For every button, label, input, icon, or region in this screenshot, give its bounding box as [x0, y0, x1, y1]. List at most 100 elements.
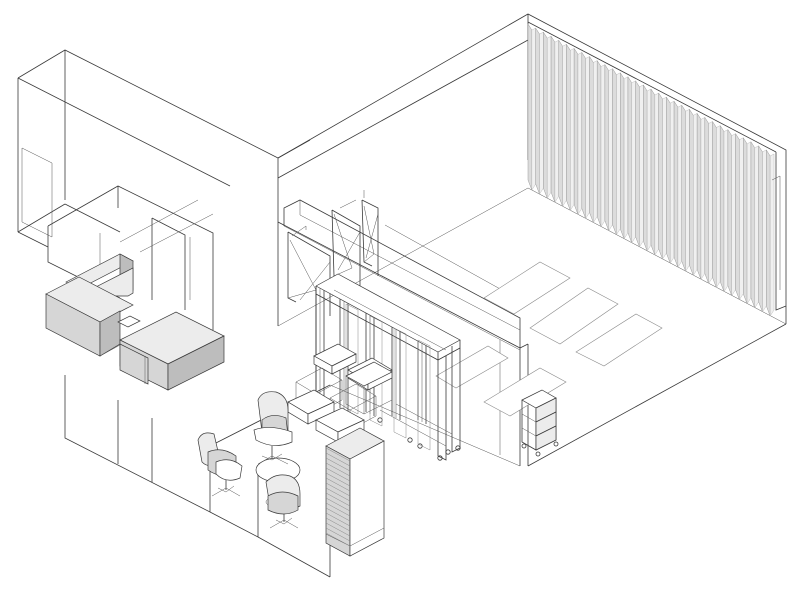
- curtain-fold: [696, 112, 702, 280]
- cabinet-hatch-line: [325, 517, 351, 532]
- cabinet-hatch-line: [325, 467, 351, 482]
- studio-room-volume: [277, 13, 787, 467]
- cabinet-hatch-line: [325, 477, 351, 492]
- curtain-fold: [620, 71, 625, 239]
- curtain-fold: [643, 84, 648, 252]
- curtain-rail: [527, 21, 777, 153]
- curtain-fold: [727, 128, 732, 296]
- curtain-fold: [723, 129, 729, 293]
- curtain-wall: [527, 21, 787, 317]
- cabinet-hatch-line: [325, 527, 351, 542]
- curtain-fold: [700, 117, 706, 281]
- lounge-chair: [265, 474, 301, 529]
- curtain-fold: [627, 75, 633, 243]
- curtain-fold: [704, 116, 709, 284]
- caster-wheel: [407, 437, 413, 443]
- partition-frame: [391, 322, 401, 420]
- lounge-chair: [197, 432, 243, 497]
- cabinet-hatch-line: [325, 487, 351, 502]
- bottom-rail: [395, 403, 453, 435]
- hanging-panel: [345, 303, 359, 415]
- curtain-fold: [743, 136, 748, 304]
- curtain-fold: [654, 92, 659, 256]
- curtain-fold: [673, 100, 679, 268]
- curtain-fold: [662, 96, 667, 260]
- lounge-chairs: [197, 391, 301, 529]
- curtain-fold: [689, 108, 694, 276]
- curtain-fold: [719, 124, 725, 292]
- cabinet-hatch-line: [325, 452, 351, 467]
- curtain-fold: [581, 51, 586, 219]
- curtain-fold: [535, 27, 540, 195]
- service-trolley: [521, 389, 559, 457]
- curtain-fold: [739, 137, 744, 301]
- curtain-fold: [716, 125, 721, 289]
- left-room-volume: [17, 49, 331, 578]
- curtain-fold: [658, 92, 663, 260]
- reception-counter: [45, 253, 225, 391]
- cabinet-hatch-line: [325, 512, 351, 527]
- curtain-fold: [589, 55, 594, 223]
- curtain-edge: [775, 152, 787, 311]
- caster-wheel: [437, 455, 443, 461]
- hanging-panel: [393, 327, 407, 439]
- cabinet-hatch-line: [325, 462, 351, 477]
- curtain-fold: [608, 68, 613, 232]
- partition-frame: [417, 334, 427, 424]
- curtain-fold: [635, 80, 640, 247]
- storage-cubes: [287, 343, 393, 443]
- curtain-fold: [604, 63, 609, 231]
- curtain-fold: [754, 145, 759, 309]
- curtain-fold: [666, 96, 671, 264]
- top-rail: [333, 289, 447, 351]
- curtain-fold: [547, 35, 552, 199]
- curtain-fold: [531, 27, 536, 191]
- bottom-rail: [379, 409, 447, 447]
- cabinet-hatch-line: [325, 447, 351, 462]
- curtain-fold: [593, 60, 598, 224]
- curtain-fold: [670, 100, 675, 264]
- curtain-fold: [712, 120, 717, 288]
- curtain-fold: [558, 39, 563, 207]
- curtain-fold: [585, 56, 590, 220]
- caster-wheel: [445, 449, 451, 455]
- tall-cabinet: [325, 427, 385, 557]
- cabinet-hatch-line: [325, 472, 351, 487]
- curtain-fold: [693, 113, 698, 277]
- cabinet-hatch-line: [325, 522, 351, 537]
- floor-mats: [435, 261, 663, 417]
- cabinet-hatch-line: [325, 497, 351, 512]
- curtain-fold: [566, 43, 571, 211]
- curtain-fold: [639, 84, 644, 248]
- curtain-fold: [646, 88, 652, 252]
- curtain-fold: [735, 132, 740, 300]
- curtain-fold: [612, 67, 617, 235]
- curtain-fold: [708, 121, 713, 285]
- hanging-panel: [417, 339, 431, 451]
- curtain-fold: [570, 48, 575, 212]
- curtain-fold: [677, 104, 682, 268]
- end-post: [451, 340, 461, 453]
- curtain-fold: [762, 149, 767, 313]
- curtain-fold: [539, 31, 544, 195]
- cabinet-hatch-line: [325, 532, 351, 547]
- curtain-fold: [750, 140, 756, 308]
- curtain-fold: [681, 104, 686, 272]
- curtain-fold: [650, 88, 656, 256]
- curtain-fold: [631, 80, 636, 244]
- curtain-fold: [769, 153, 775, 317]
- cabinet-hatch-line: [325, 507, 351, 522]
- cabinet-hatch-line: [325, 457, 351, 472]
- caster-wheel: [455, 445, 461, 451]
- curtain-fold: [600, 64, 606, 228]
- curtain-fold: [554, 39, 559, 203]
- curtain-fold: [543, 31, 548, 199]
- curtain-fold: [573, 47, 579, 215]
- curtain-fold: [577, 52, 583, 216]
- curtain-fold: [550, 35, 556, 203]
- curtain-fold: [623, 76, 629, 240]
- cabinet-hatch-line: [325, 482, 351, 497]
- curtain-fold: [527, 23, 533, 191]
- curtain-fold: [562, 43, 567, 207]
